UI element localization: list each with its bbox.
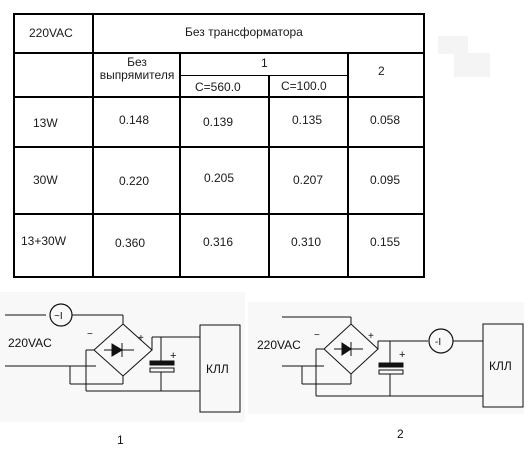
table-hline-5: [13, 213, 425, 215]
cap-plus-1: +: [170, 350, 176, 362]
col-no-rectifier: Без выпрямителя: [99, 55, 175, 82]
table-cell: 0.205: [204, 171, 235, 185]
table-cell: 0.095: [370, 173, 401, 187]
meter-label-2: -I: [435, 337, 441, 348]
table-border-top: [13, 13, 425, 15]
corner-label: 220VAC: [29, 26, 73, 40]
source-label-1: 220VAC: [8, 336, 52, 350]
table-cell: 0.135: [292, 113, 323, 127]
lamp-box: [199, 324, 241, 413]
bridge-minus-1: −: [87, 329, 93, 340]
table-vline-4: [347, 52, 349, 278]
table-cell: 0.148: [119, 113, 150, 127]
table-vline-3: [268, 75, 270, 278]
row-label-13w: 13W: [33, 116, 58, 130]
bridge-plus-1: +: [138, 333, 144, 344]
scan-smudge: [454, 53, 490, 77]
table-hline-3: [13, 96, 425, 98]
variant-1-header: 1: [261, 56, 268, 70]
lamp-label-1: КЛЛ: [206, 362, 229, 376]
table-cell: 0.220: [119, 174, 150, 188]
lamp-box: [482, 323, 524, 408]
cap-plus-2: +: [399, 349, 405, 361]
variant-2-header: 2: [378, 64, 385, 78]
row-label-30w: 30W: [33, 173, 58, 187]
table-hline-4: [13, 146, 425, 148]
table-cell: 0.360: [115, 236, 146, 250]
table-border-left: [13, 13, 15, 278]
bridge-plus-2: +: [368, 331, 374, 342]
col-c100: C=100.0: [281, 79, 327, 93]
table-vline-1: [92, 13, 94, 278]
group-header: Без трансформатора: [185, 25, 303, 39]
table-cell: 0.207: [293, 173, 324, 187]
capacitor-icon: [149, 360, 175, 366]
table-hline-2: [180, 75, 348, 76]
caption-2: 2: [397, 427, 404, 441]
caption-1: 1: [117, 433, 124, 447]
circuit-diagram-2: -I 220VAC КЛЛ − + + 2: [257, 316, 524, 441]
table-cell: 0.316: [203, 235, 234, 249]
table-cell: 0.155: [370, 235, 401, 249]
table-vline-2: [179, 52, 181, 278]
capacitor-icon: [378, 362, 404, 368]
source-label-2: 220VAC: [257, 338, 301, 352]
circuit-diagram-1: ~I 220VAC КЛЛ − + + 1: [5, 303, 241, 447]
lamp-label-2: КЛЛ: [489, 359, 512, 373]
col-c560: C=560.0: [195, 80, 241, 94]
measurement-table: 220VAC Без трансформатора 1 2 Без выпрям…: [13, 13, 425, 278]
table-cell: 0.139: [203, 115, 234, 129]
table-cell: 0.310: [291, 235, 322, 249]
table-cell: 0.058: [370, 113, 401, 127]
bridge-minus-2: −: [314, 330, 320, 341]
meter-label-1: ~I: [54, 311, 63, 322]
table-hline-1: [13, 52, 425, 54]
row-label-13-30w: 13+30W: [21, 234, 67, 248]
scan-smudge: [248, 302, 524, 414]
scan-smudge: [438, 36, 468, 54]
